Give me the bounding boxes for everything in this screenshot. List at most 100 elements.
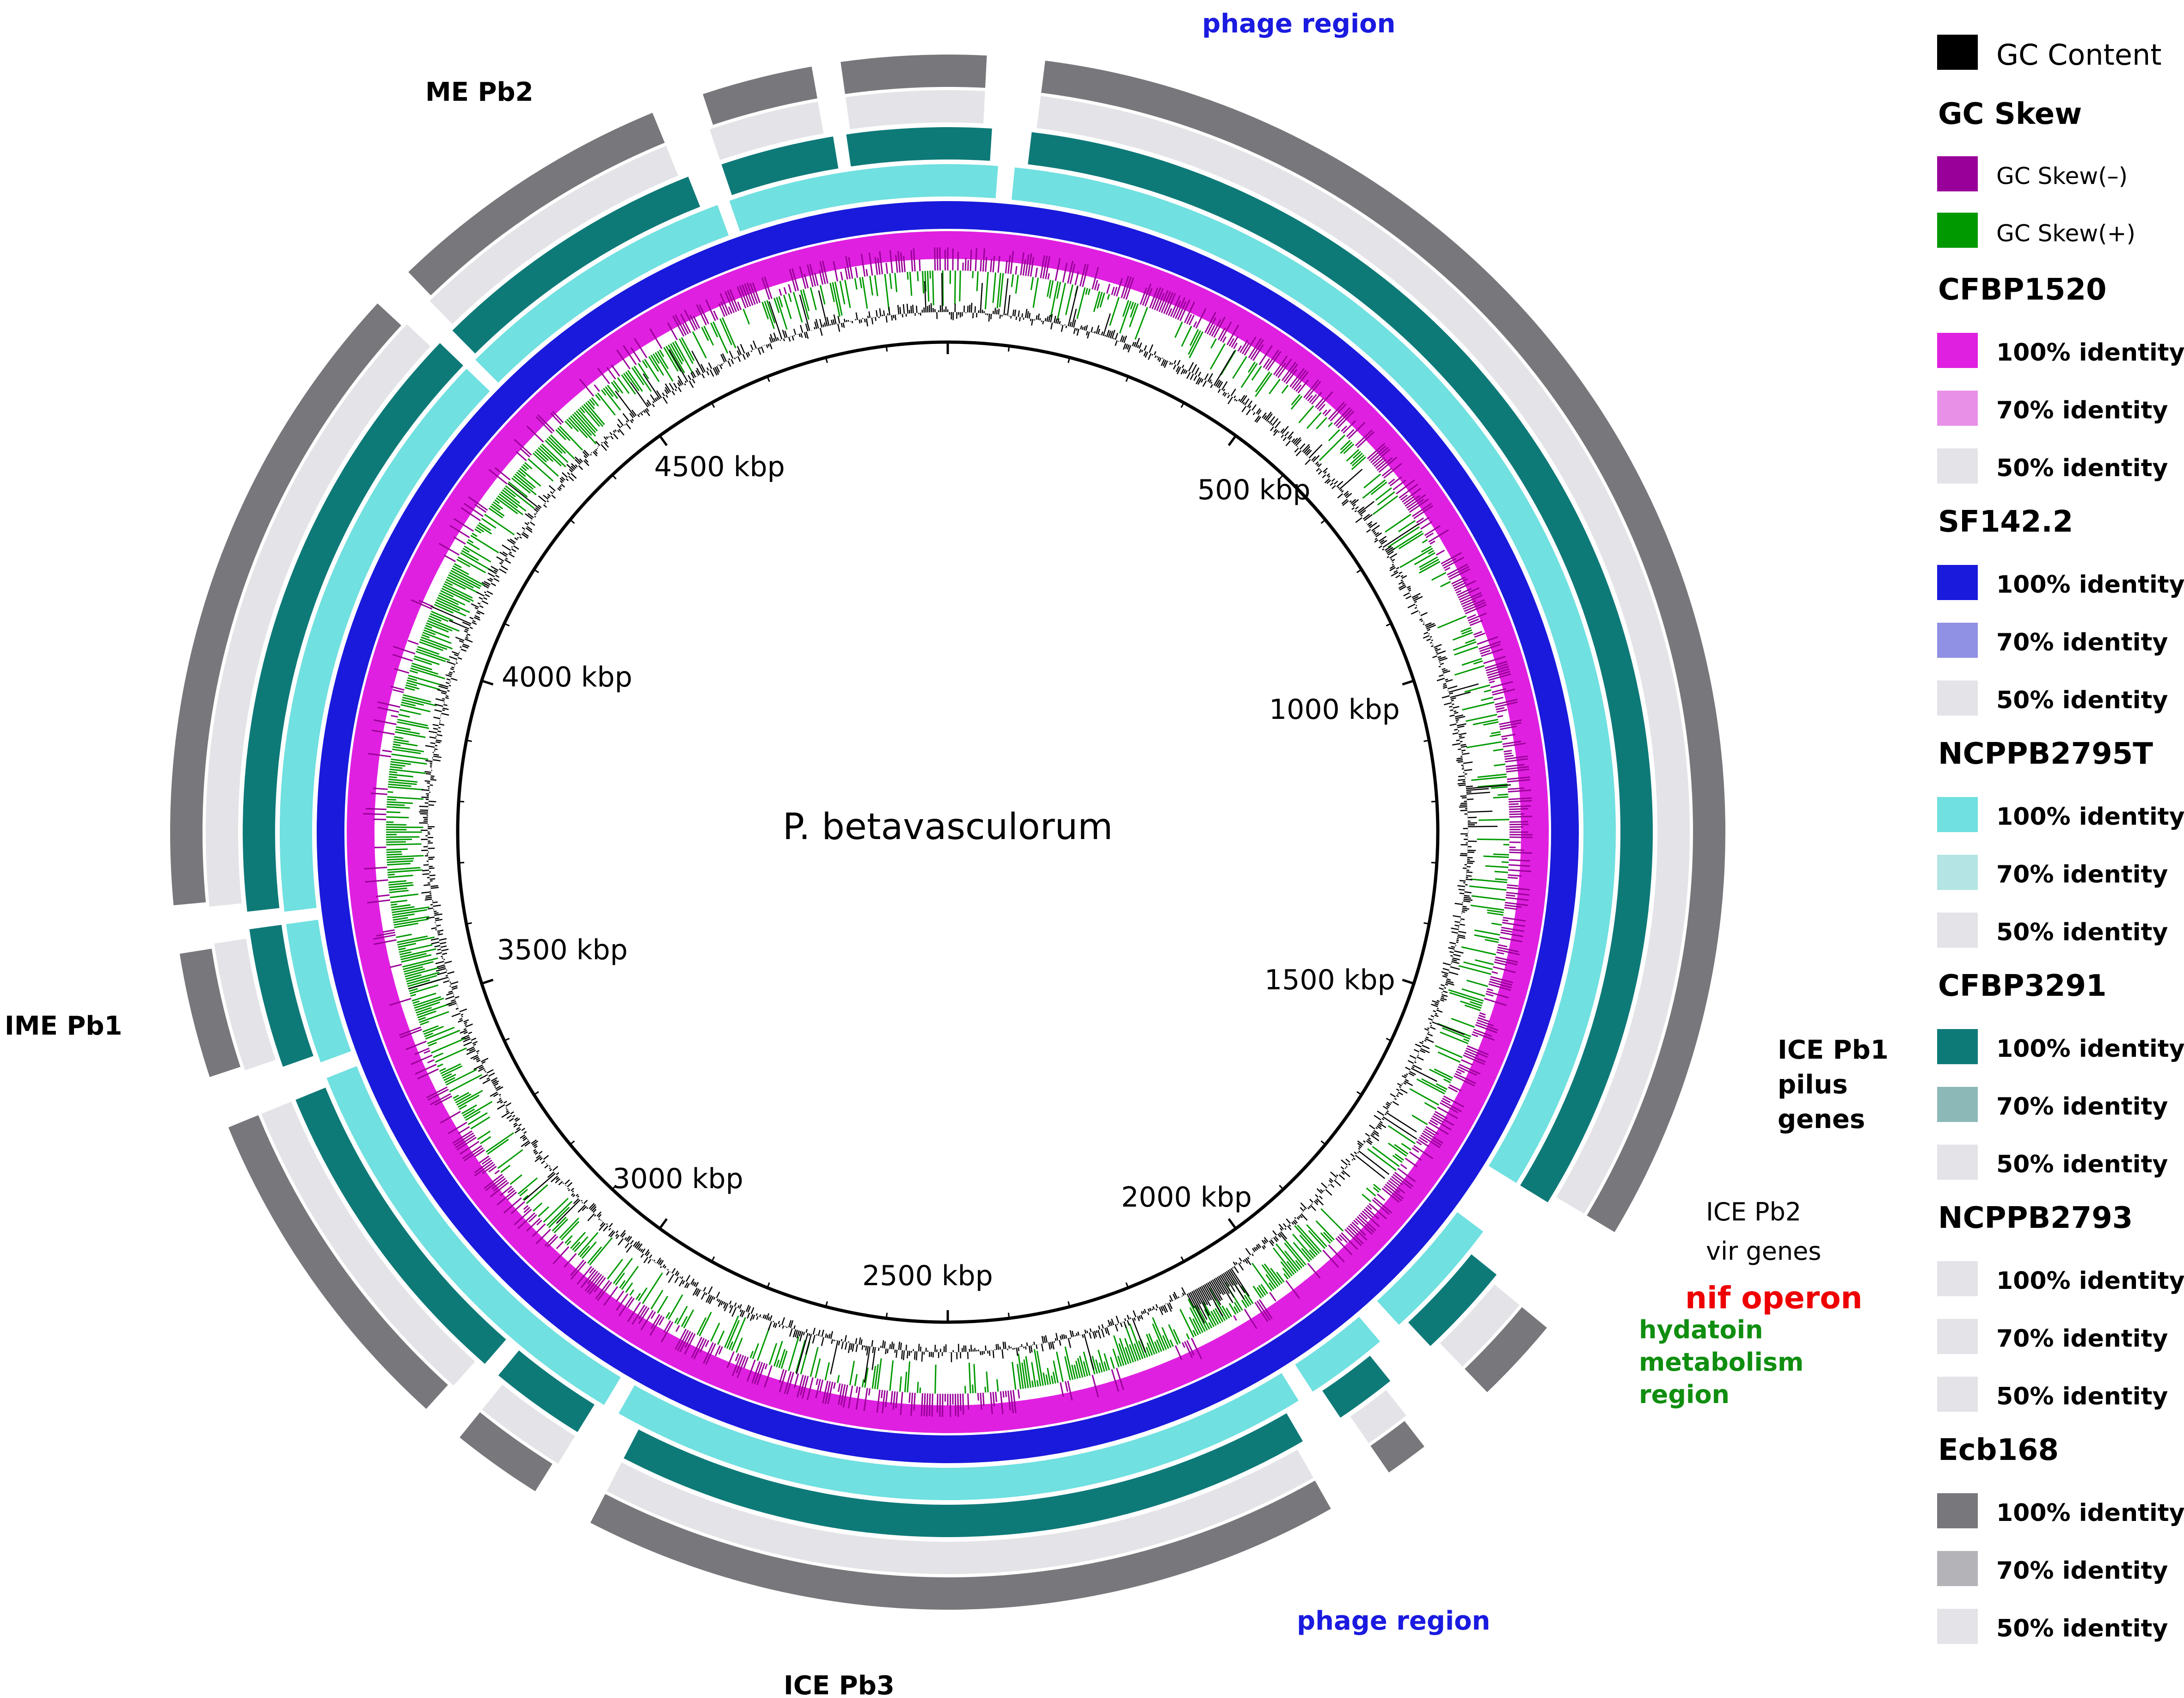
ring-segment	[214, 938, 276, 1071]
legend-label: 50% identity	[1996, 454, 2168, 482]
annotation-ice-pb1: ICE Pb1	[1778, 1035, 1889, 1065]
ring-segment	[590, 1480, 1331, 1610]
legend-swatch	[1937, 913, 1978, 948]
ring-segment	[475, 205, 729, 383]
minor-tick	[534, 1091, 539, 1096]
ring-segment	[607, 1449, 1313, 1575]
legend-label: 50% identity	[1996, 687, 2168, 714]
legend-label: 100% identity	[1996, 1499, 2184, 1527]
genome-map: 500 kbp 1000 kbp 1500 kbp 2000 kbp 2500 …	[170, 54, 1725, 1610]
legend-swatch	[1937, 1319, 1978, 1354]
legend-swatch	[1937, 565, 1978, 600]
legend-swatch	[1937, 797, 1978, 832]
ring-segment	[703, 66, 817, 125]
legend-swatch	[1937, 1377, 1978, 1412]
legend-label: 70% identity	[1996, 1557, 2168, 1585]
annotation-ice-pb1: pilus	[1778, 1070, 1848, 1100]
legend-swatch	[1937, 213, 1978, 248]
ring-segment	[408, 113, 665, 295]
legend-header: SF142.2	[1938, 505, 2073, 539]
legend-label: GC Skew(–)	[1996, 163, 2128, 190]
annotation-ice-pb3: ICE Pb3	[784, 1671, 895, 1698]
minor-tick	[612, 474, 617, 480]
ring-segment	[1041, 61, 1725, 1232]
legend-header: NCPPB2793	[1938, 1201, 2133, 1235]
ring-segment	[482, 1384, 575, 1464]
legend-swatch	[1937, 1261, 1978, 1296]
ring-segment	[452, 177, 700, 354]
legend-swatch	[1937, 333, 1978, 368]
legend-swatch	[1937, 1029, 1978, 1064]
scale-label: 1000 kbp	[1269, 693, 1400, 726]
minor-tick	[1125, 1282, 1129, 1288]
ring-segment	[1440, 1284, 1520, 1367]
minor-tick	[1007, 1312, 1010, 1318]
gc-skew-negative	[363, 247, 1533, 1417]
scale-label: 2500 kbp	[862, 1260, 993, 1292]
ring-segment	[1322, 1355, 1391, 1418]
ring-segment	[1037, 96, 1690, 1214]
legend-swatch	[1937, 1087, 1978, 1122]
minor-tick	[612, 1184, 617, 1190]
gc-skew-positive	[386, 270, 1509, 1394]
legend-swatch	[1937, 1145, 1978, 1180]
legend-swatch	[1937, 391, 1978, 426]
scale-label: 4000 kbp	[502, 661, 632, 693]
legend-swatch	[1937, 1493, 1978, 1528]
legend-label: 100% identity	[1996, 571, 2184, 599]
minor-tick	[767, 376, 770, 382]
ring-segment	[624, 1413, 1303, 1537]
ring-segment	[1377, 1212, 1484, 1325]
scale-label: 3000 kbp	[613, 1163, 743, 1195]
ring-segment	[1028, 132, 1653, 1202]
ring-ncppb2793	[205, 90, 1690, 1575]
minor-tick	[825, 1301, 828, 1307]
major-tick	[1402, 979, 1414, 985]
annotation-ime-pb1: IME Pb1	[5, 1011, 122, 1041]
region-annotations: phage region ME Pb2 IME Pb1 ICE Pb1 pilu…	[5, 9, 1889, 1698]
ring-cfbp1520	[347, 231, 1549, 1433]
ring-segment	[280, 368, 490, 912]
legend-header: NCPPB2795T	[1938, 737, 2153, 771]
scale-label: 3500 kbp	[497, 934, 628, 966]
minor-tick	[711, 402, 715, 408]
minor-tick	[1320, 519, 1326, 524]
scale-label: 2000 kbp	[1121, 1181, 1252, 1214]
minor-tick	[1067, 1301, 1071, 1307]
legend-swatch	[1937, 156, 1978, 191]
minor-tick	[1279, 474, 1284, 480]
legend-label: 70% identity	[1996, 1325, 2168, 1353]
annotation-ice-pb2: ICE Pb2	[1706, 1197, 1801, 1226]
legend-label: 70% identity	[1996, 861, 2168, 889]
scale-labels: 500 kbp 1000 kbp 1500 kbp 2000 kbp 2500 …	[497, 451, 1400, 1292]
ring-ecb168	[170, 54, 1725, 1610]
legend-label: 50% identity	[1996, 1151, 2168, 1178]
ring-cfbp3291	[243, 127, 1653, 1537]
annotation-phage-region-bottom: phage region	[1297, 1606, 1491, 1636]
minor-tick	[1180, 402, 1184, 408]
ring-segment	[1370, 1421, 1424, 1473]
annotation-me-pb2: ME Pb2	[425, 77, 534, 107]
ring-segment	[249, 925, 313, 1067]
minor-tick	[1356, 1091, 1362, 1096]
minor-tick	[504, 1037, 510, 1042]
legend-header: Ecb168	[1938, 1433, 2059, 1467]
annotation-ice-pb2: vir genes	[1706, 1237, 1821, 1266]
minor-tick	[1356, 569, 1362, 573]
ring-segment	[1408, 1254, 1497, 1346]
minor-tick	[1431, 800, 1437, 803]
ring-segment	[205, 324, 431, 907]
major-tick	[1402, 680, 1414, 686]
minor-tick	[1423, 922, 1429, 925]
legend-header: CFBP1520	[1938, 273, 2107, 307]
ring-segment	[619, 1373, 1299, 1500]
legend: GC Content GC Skew GC Skew(–) GC Skew(+)…	[1937, 35, 2184, 1644]
minor-tick	[458, 800, 465, 803]
legend-label: 100% identity	[1996, 803, 2184, 831]
minor-tick	[767, 1282, 770, 1288]
legend-label: 100% identity	[1996, 1267, 2184, 1295]
minor-tick	[1386, 623, 1392, 627]
ring-segment	[317, 201, 1579, 1463]
legend-label: 50% identity	[1996, 1615, 2168, 1643]
